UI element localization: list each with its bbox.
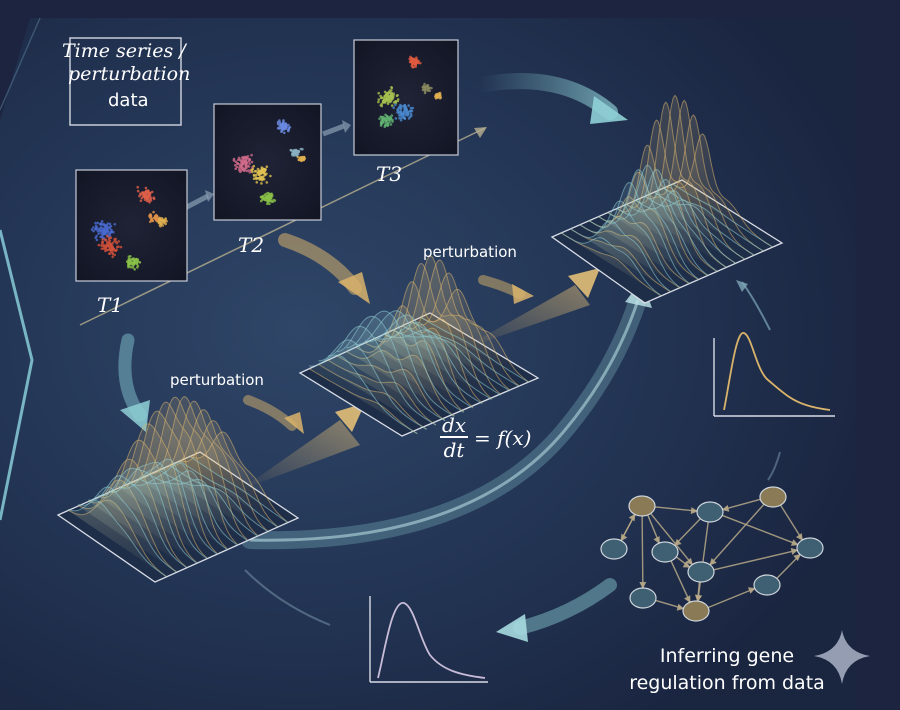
density-plane-top (550, 94, 784, 304)
beam-bottom-to-middle (240, 420, 360, 490)
arrow-histogram-to-top-plane-head (736, 280, 748, 292)
perturbation-label-upper: perturbation (423, 243, 517, 261)
input-title-line3: data (108, 90, 149, 111)
equation-denominator: dt (443, 437, 465, 462)
beam-bottom-to-middle-head (335, 403, 365, 432)
histogram-right (713, 332, 835, 417)
network-node-5 (651, 541, 679, 563)
beam-middle-to-top-head (568, 268, 600, 298)
timeline-arrowhead (474, 127, 487, 138)
caption-line2: regulation from data (629, 672, 825, 694)
network-node-10 (682, 600, 710, 622)
scatter-panel-t1 (75, 169, 188, 282)
network-node-8 (753, 574, 781, 596)
left-chevron-edge (0, 229, 34, 521)
timepoint-label-t1: T1 (97, 293, 124, 317)
arrow-t2-t3-head (342, 120, 351, 133)
arrow-network-to-histogram-head (496, 614, 528, 642)
network-node-1 (628, 495, 656, 517)
timepoint-label-t2: T2 (238, 233, 265, 257)
arrow-t2-to-middle-plane-head (338, 272, 370, 304)
equation-fraction-bar (440, 436, 468, 438)
equation-numerator: dx (441, 413, 467, 437)
network-node-9 (629, 587, 657, 609)
input-data-box (69, 37, 182, 126)
equation: dx dt = f(x) (440, 414, 531, 462)
network-node-6 (796, 537, 824, 559)
arrow-t1-to-bottom-plane-head (120, 400, 150, 432)
arrow-perturbation-lower (243, 395, 297, 431)
histogram-bottom (369, 596, 488, 683)
density-plane-bottom (56, 396, 300, 583)
caption-line1: Inferring gene (659, 645, 795, 667)
faint-arc-bottom (244, 569, 331, 626)
arrow-perturbation-upper-head (512, 284, 534, 304)
input-title-line1: Time series / (62, 40, 186, 62)
gene-regulatory-network (600, 486, 824, 622)
flow-arrows (118, 73, 781, 642)
sparkle-icon (814, 630, 870, 684)
faint-arc-right (767, 451, 781, 481)
perturbation-label-lower: perturbation (170, 371, 264, 389)
histogram-bottom-curve (377, 602, 486, 679)
scatter-panel-t2 (213, 103, 322, 221)
arrow-t1-t2-head (205, 190, 214, 202)
panel-edge-line (0, 17, 41, 111)
density-plane-middle (298, 255, 540, 437)
timeline-axis (79, 127, 486, 326)
beam-middle-to-top (460, 285, 590, 350)
network-node-4 (600, 538, 628, 560)
arrow-t2-t3 (322, 123, 345, 137)
arrow-perturbation-lower-head (284, 412, 304, 434)
timepoint-label-t3: T3 (376, 162, 403, 186)
network-node-7 (687, 561, 715, 583)
network-node-3 (759, 486, 787, 508)
input-title-line2: perturbation (68, 63, 191, 85)
arrow-t1-t2 (183, 193, 210, 211)
equation-rhs: = f(x) (474, 425, 532, 450)
arrow-network-to-histogram (513, 578, 617, 635)
histogram-right-curve (723, 332, 831, 411)
network-node-2 (696, 501, 724, 523)
scatter-panel-t3 (353, 39, 459, 156)
sweep-bottom-to-top-core (249, 299, 640, 542)
arrow-data-to-top-plane-head (590, 96, 628, 124)
